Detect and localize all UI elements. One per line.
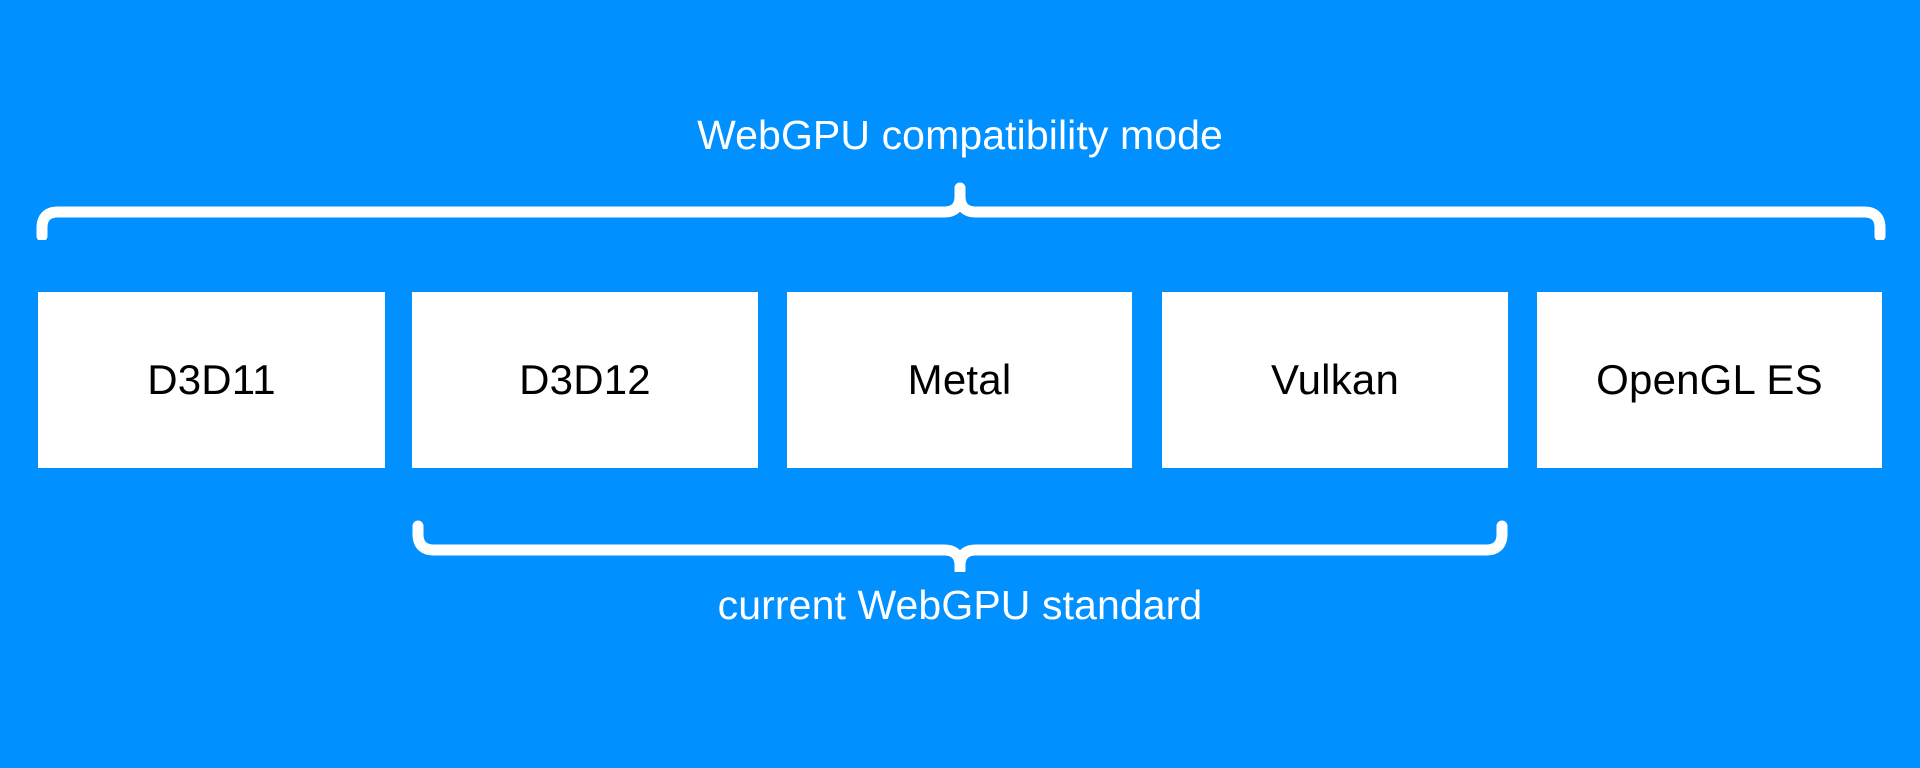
api-box-label: D3D12 <box>519 356 651 403</box>
api-box-label: D3D11 <box>147 356 276 403</box>
top-brace-label: WebGPU compatibility mode <box>697 112 1223 158</box>
api-box-metal[interactable]: Metal <box>787 292 1132 468</box>
api-box-opengl-es[interactable]: OpenGL ES <box>1537 292 1882 468</box>
bottom-brace-label: current WebGPU standard <box>717 582 1203 628</box>
api-box-label: OpenGL ES <box>1596 356 1823 403</box>
api-box-label: Metal <box>907 356 1012 403</box>
api-box-label: Vulkan <box>1270 356 1400 403</box>
api-box-vulkan[interactable]: Vulkan <box>1162 292 1508 468</box>
api-box-d3d11[interactable]: D3D11 <box>38 292 385 468</box>
api-box-d3d12[interactable]: D3D12 <box>412 292 758 468</box>
